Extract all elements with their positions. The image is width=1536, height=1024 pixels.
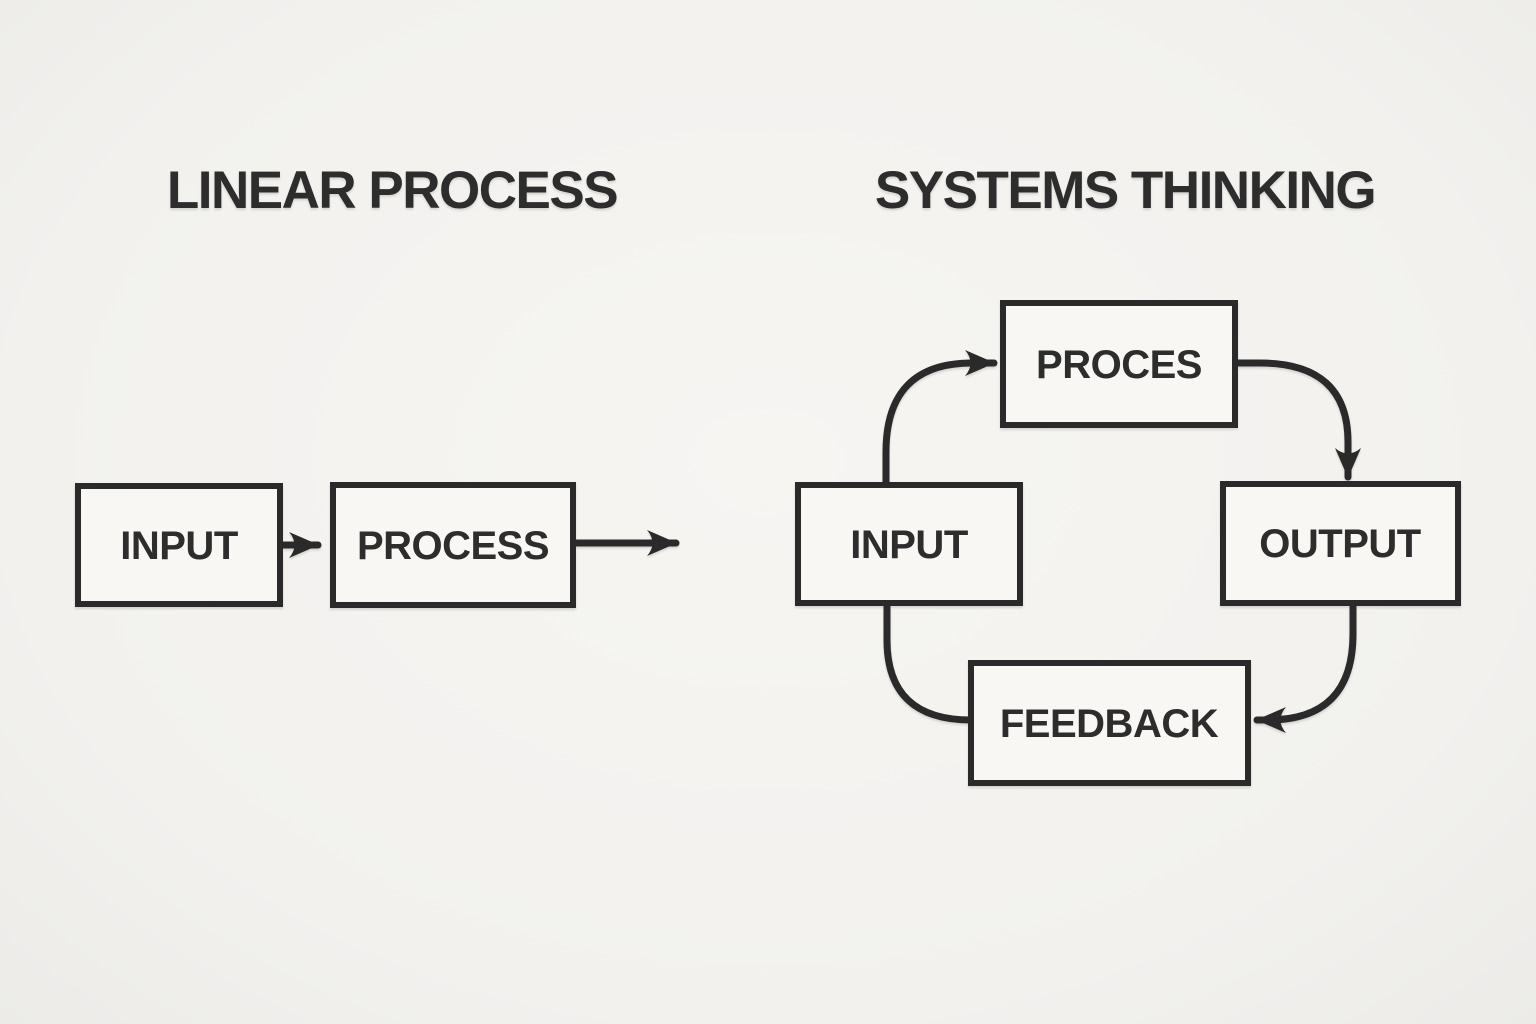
linear-input-label: INPUT (120, 524, 238, 568)
cycle-feedback-label: FEEDBACK (1000, 702, 1219, 746)
cycle-output-box (1220, 481, 1461, 606)
linear-process-box (330, 482, 576, 608)
cycle-input-box (795, 482, 1023, 606)
arc-output-to-feedback (1253, 600, 1357, 733)
arc-input-to-proces (882, 350, 998, 488)
arc-proces-to-output (1233, 359, 1361, 481)
systems-thinking-title: SYSTEMS THINKING (875, 161, 1375, 220)
cycle-proces-box (1000, 300, 1238, 428)
cycle-output-label: OUTPUT (1259, 522, 1421, 566)
linear-input-box (75, 483, 283, 607)
cycle-input-label: INPUT (850, 523, 968, 567)
linear-process-label: PROCESS (357, 524, 549, 568)
cycle-feedback-box (968, 660, 1251, 786)
linear-process-title: LINEAR PROCESS (167, 161, 617, 220)
cycle-proces-label: PROCES (1036, 343, 1202, 387)
arc-feedback-to-input (883, 601, 975, 724)
